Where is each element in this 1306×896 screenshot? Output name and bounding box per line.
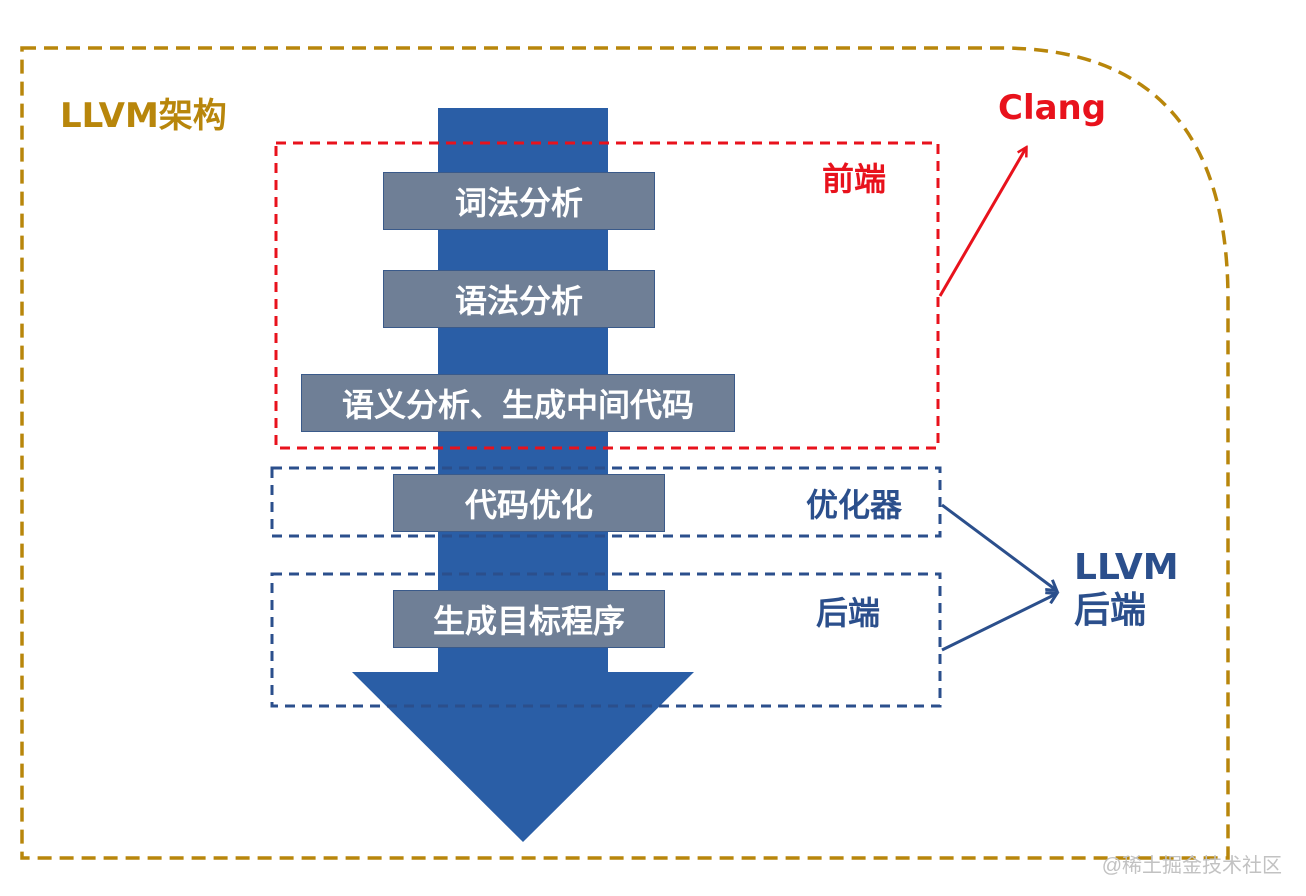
optimizer-region-border	[270, 466, 942, 538]
clang-label: Clang	[998, 88, 1107, 128]
frontend-region-border	[274, 141, 940, 450]
stage-lexical-analysis: 词法分析	[383, 172, 655, 230]
stage-target-generation: 生成目标程序	[393, 590, 665, 648]
llvm-backend-label: LLVM 后端	[1074, 546, 1179, 632]
flow-arrow-head	[352, 672, 694, 842]
stage-semantic-analysis: 语义分析、生成中间代码	[301, 374, 735, 432]
backend-to-llvm-arrow	[941, 594, 1056, 652]
backend-region-border	[270, 572, 942, 708]
outer-container-border	[20, 46, 1230, 860]
stage-code-optimization: 代码优化	[393, 474, 665, 532]
stage-syntax-analysis: 语法分析	[383, 270, 655, 328]
backend-label: 后端	[816, 594, 881, 632]
optimizer-label: 优化器	[806, 486, 903, 524]
optimizer-to-llvm-arrow	[941, 503, 1056, 590]
architecture-title: LLVM架构	[60, 96, 227, 136]
watermark: @稀土掘金技术社区	[1101, 855, 1282, 877]
llvm-backend-label-line2: 后端	[1074, 590, 1147, 632]
clang-arrow	[938, 148, 1026, 297]
frontend-label: 前端	[822, 160, 887, 198]
llvm-backend-label-line1: LLVM	[1074, 547, 1179, 588]
